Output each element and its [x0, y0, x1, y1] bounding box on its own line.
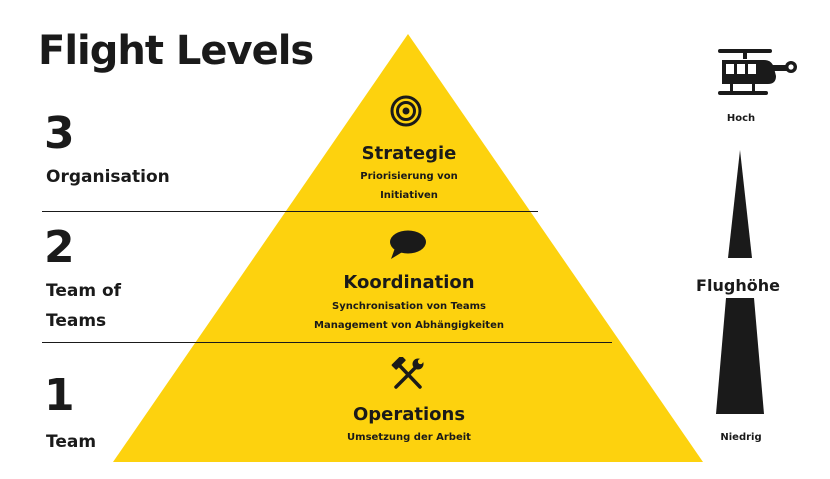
tools-icon — [391, 357, 424, 389]
altitude-scale-lower — [716, 298, 764, 414]
level-description-strategie-line1: Priorisierung von — [360, 171, 458, 182]
helicopter-icon — [718, 49, 797, 95]
level-number-3: 3 — [44, 108, 75, 159]
level-label-2-line2: Teams — [46, 311, 107, 331]
level-label-1: Team — [46, 432, 97, 452]
level-label-3: Organisation — [46, 167, 170, 187]
altitude-label: Flughöhe — [696, 276, 780, 295]
level-number-2: 2 — [44, 222, 75, 273]
level-description-operations-line1: Umsetzung der Arbeit — [347, 432, 471, 443]
page-title: Flight Levels — [38, 28, 314, 74]
level-name-operations: Operations — [352, 404, 466, 425]
level-description-koordination-line2: Management von Abhängigkeiten — [314, 320, 504, 331]
divider-line-bottom — [42, 342, 612, 343]
level-name-strategie: Strategie — [361, 143, 457, 164]
level-name-koordination: Koordination — [343, 272, 475, 293]
speech-bubble-icon — [390, 230, 426, 259]
altitude-low-label: Niedrig — [720, 432, 762, 443]
altitude-scale-upper — [728, 150, 752, 258]
altitude-scale — [716, 150, 764, 414]
level-number-1: 1 — [44, 370, 75, 421]
level-description-strategie-line2: Initiativen — [380, 190, 438, 201]
level-description-koordination-line1: Synchronisation von Teams — [332, 301, 486, 312]
level-label-2-line1: Team of — [46, 281, 122, 301]
divider-line-top — [42, 211, 538, 212]
altitude-high-label: Hoch — [726, 113, 756, 124]
target-icon — [390, 95, 422, 127]
